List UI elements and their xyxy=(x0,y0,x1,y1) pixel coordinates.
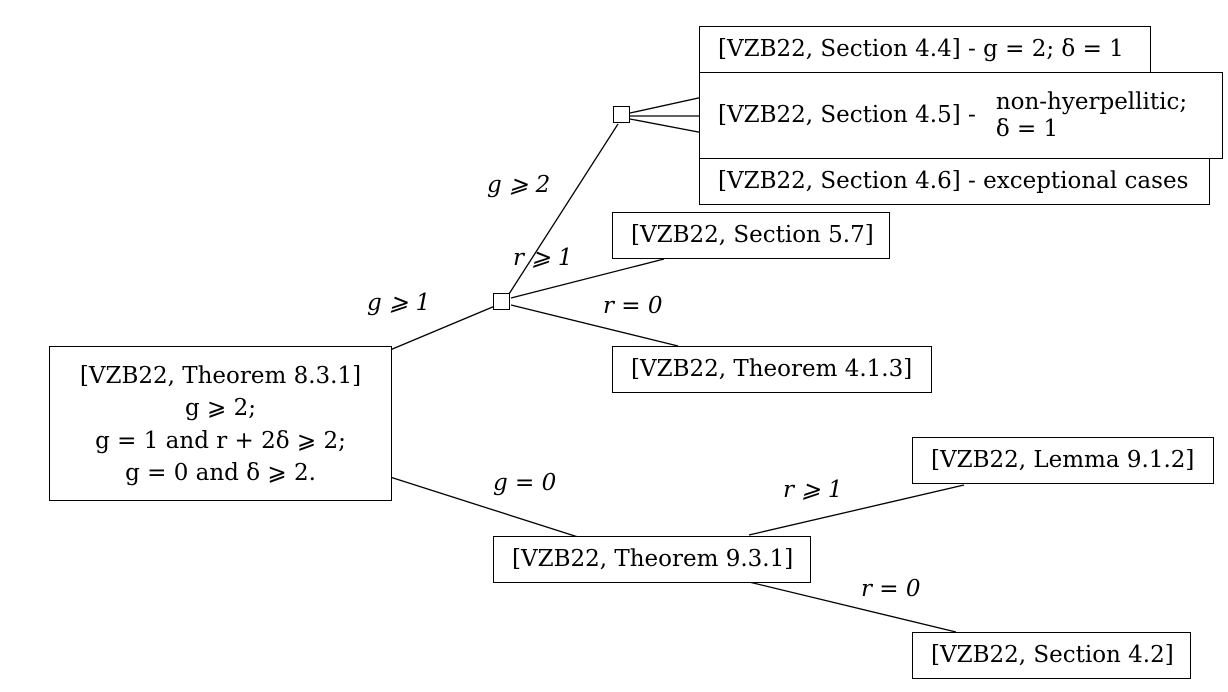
edge-label-r-ge-1-lower: r ⩾ 1 xyxy=(783,477,843,503)
leaf-section-4-2-text: [VZB22, Section 4.2] xyxy=(931,641,1174,668)
leaf-section-4-4-text: [VZB22, Section 4.4] - g = 2; δ = 1 xyxy=(718,35,1124,62)
edge-root-to-theorem-9-3-1 xyxy=(389,476,579,538)
leaf-section-4-5-ref: [VZB22, Section 4.5] - xyxy=(718,101,976,128)
leaf-section-4-4: [VZB22, Section 4.4] - g = 2; δ = 1 xyxy=(699,26,1151,73)
branch-node-g1 xyxy=(493,293,510,310)
branch-node-g2 xyxy=(613,106,630,123)
edge-label-r-ge-1-upper: r ⩾ 1 xyxy=(513,245,573,271)
root-line-3: g = 1 and r + 2δ ⩾ 2; xyxy=(95,427,346,454)
edge-root-to-node-g1 xyxy=(389,305,496,351)
root-theorem-8-3-1-box: [VZB22, Theorem 8.3.1] g ⩾ 2; g = 1 and … xyxy=(49,346,392,501)
edge-label-g-ge-2: g ⩾ 2 xyxy=(487,172,551,198)
leaf-section-4-5-cond-2: δ = 1 xyxy=(995,115,1059,142)
edge-label-g-eq-0: g = 0 xyxy=(493,470,557,496)
leaf-theorem-4-1-3-text: [VZB22, Theorem 4.1.3] xyxy=(631,355,913,382)
edge-label-g-ge-1: g ⩾ 1 xyxy=(367,290,431,316)
edge-label-r-eq-0-upper: r = 0 xyxy=(603,293,663,319)
root-line-2: g ⩾ 2; xyxy=(185,395,256,422)
leaf-theorem-9-3-1: [VZB22, Theorem 9.3.1] xyxy=(493,536,811,583)
root-line-4: g = 0 and δ ⩾ 2. xyxy=(125,459,316,486)
leaf-lemma-9-1-2-text: [VZB22, Lemma 9.1.2] xyxy=(931,446,1195,473)
leaf-section-5-7-text: [VZB22, Section 5.7] xyxy=(631,221,874,248)
leaf-section-4-2: [VZB22, Section 4.2] xyxy=(912,632,1191,679)
leaf-section-4-5-cond-1: non-hyerpellitic; xyxy=(995,89,1188,116)
root-line-1: [VZB22, Theorem 8.3.1] xyxy=(79,363,362,390)
leaf-section-5-7: [VZB22, Section 5.7] xyxy=(612,212,890,259)
leaf-section-4-6-text: [VZB22, Section 4.6] - exceptional cases xyxy=(718,167,1189,194)
leaf-section-4-6: [VZB22, Section 4.6] - exceptional cases xyxy=(699,158,1210,205)
leaf-lemma-9-1-2: [VZB22, Lemma 9.1.2] xyxy=(912,437,1214,484)
edge-theorem-9-3-1-to-lemma-9-1-2 xyxy=(748,484,965,536)
leaf-theorem-4-1-3: [VZB22, Theorem 4.1.3] xyxy=(612,346,932,393)
edge-theorem-9-3-1-to-section-4-2 xyxy=(748,581,957,633)
leaf-section-4-5: [VZB22, Section 4.5] - non-hyerpellitic;… xyxy=(699,72,1223,159)
edge-label-r-eq-0-lower: r = 0 xyxy=(861,576,921,602)
edge-node-g1-to-node-g2 xyxy=(508,123,619,295)
edge-node-g1-to-theorem-4-1-3 xyxy=(510,304,679,347)
edge-node-g1-to-section-5-7 xyxy=(510,258,665,299)
leaf-theorem-9-3-1-text: [VZB22, Theorem 9.3.1] xyxy=(512,545,794,572)
